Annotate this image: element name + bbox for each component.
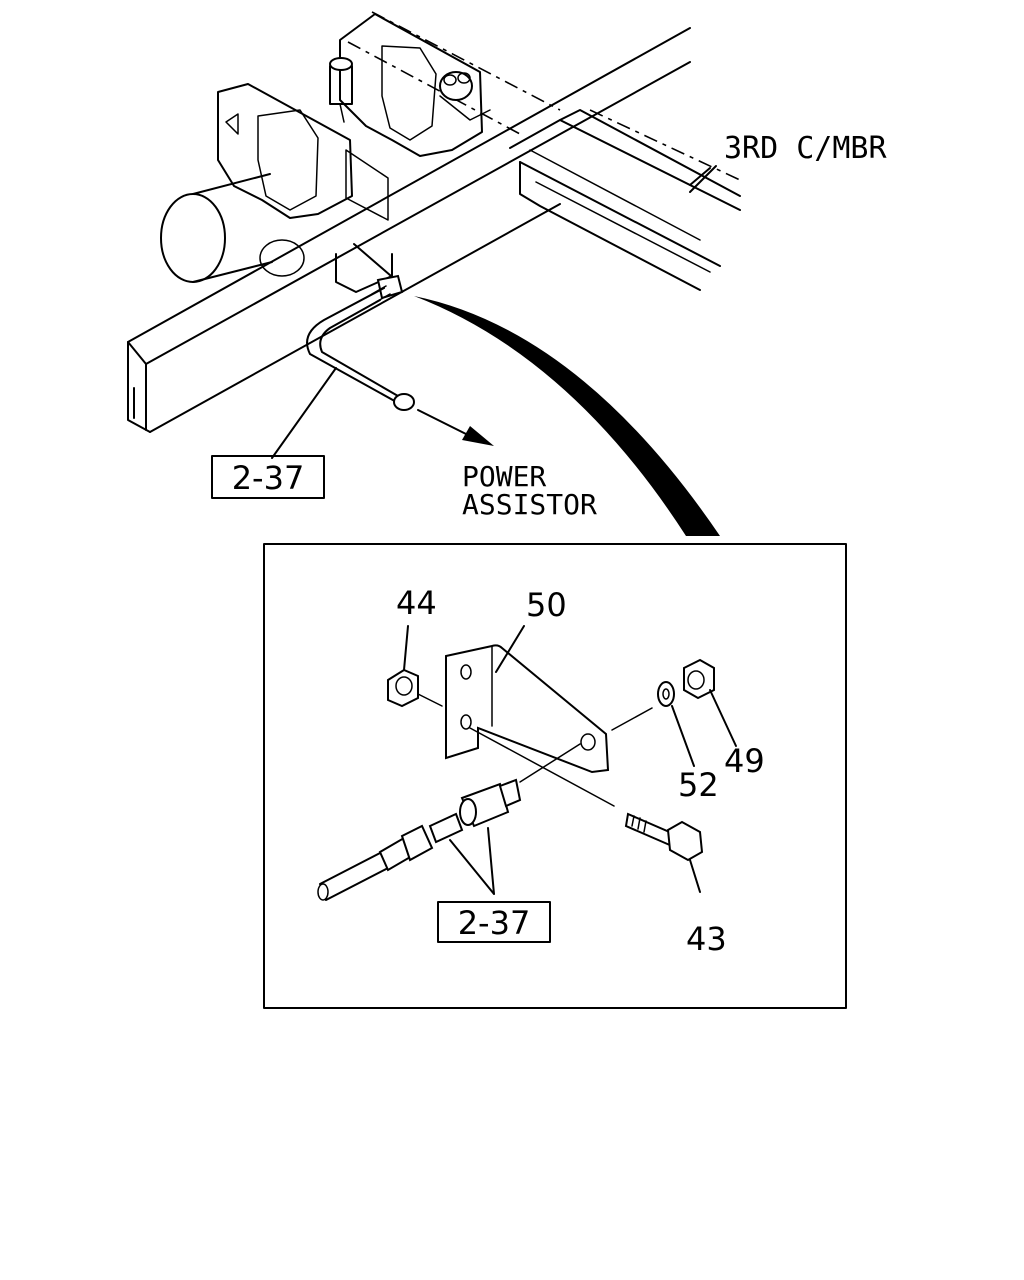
part-number-43: 43 <box>686 920 727 958</box>
power-assistor-label-line1: POWER <box>462 460 546 493</box>
part-number-50: 50 <box>526 586 567 624</box>
leader-49 <box>709 689 737 747</box>
bolt-axis-line <box>469 727 615 807</box>
bolt-43 <box>624 812 704 893</box>
ref-label-detail: 2-37 <box>458 904 531 942</box>
crossmember-label: 3RD C/MBR <box>724 131 887 166</box>
pipe-fitting <box>317 778 522 901</box>
frame-overview: 2-37 3RD C/MBR POWER ASSISTOR <box>127 11 887 536</box>
leader-52 <box>671 705 695 767</box>
leader-50 <box>495 625 525 673</box>
ref-label-top: 2-37 <box>232 459 305 497</box>
leader-44 <box>403 625 409 671</box>
third-crossmember <box>509 109 741 291</box>
engine-block <box>160 11 561 283</box>
washer-52 <box>611 681 695 767</box>
detail-frame <box>263 543 847 1009</box>
part-number-52: 52 <box>678 766 719 804</box>
ref-box-top <box>211 455 325 499</box>
nut-49 <box>683 658 737 747</box>
ref-box-detail <box>437 901 551 943</box>
rail-bracket <box>335 243 404 300</box>
nut-44 <box>387 625 443 708</box>
power-assistor-label-line2: ASSISTOR <box>462 488 597 521</box>
power-assistor-pipe <box>306 285 494 446</box>
part-number-44: 44 <box>396 584 437 622</box>
leader-43 <box>689 859 701 893</box>
leader-ref-detail <box>449 827 495 895</box>
leader-ref-top <box>271 367 337 459</box>
detail-pointer-arrow <box>414 296 720 536</box>
detail-view: 2-37 44 50 49 52 43 <box>263 543 847 1009</box>
bracket-50 <box>445 644 610 774</box>
part-number-49: 49 <box>724 742 765 780</box>
leader-crossmember <box>689 165 717 193</box>
frame-rail <box>127 27 691 433</box>
fitting-axis-line <box>519 743 581 783</box>
